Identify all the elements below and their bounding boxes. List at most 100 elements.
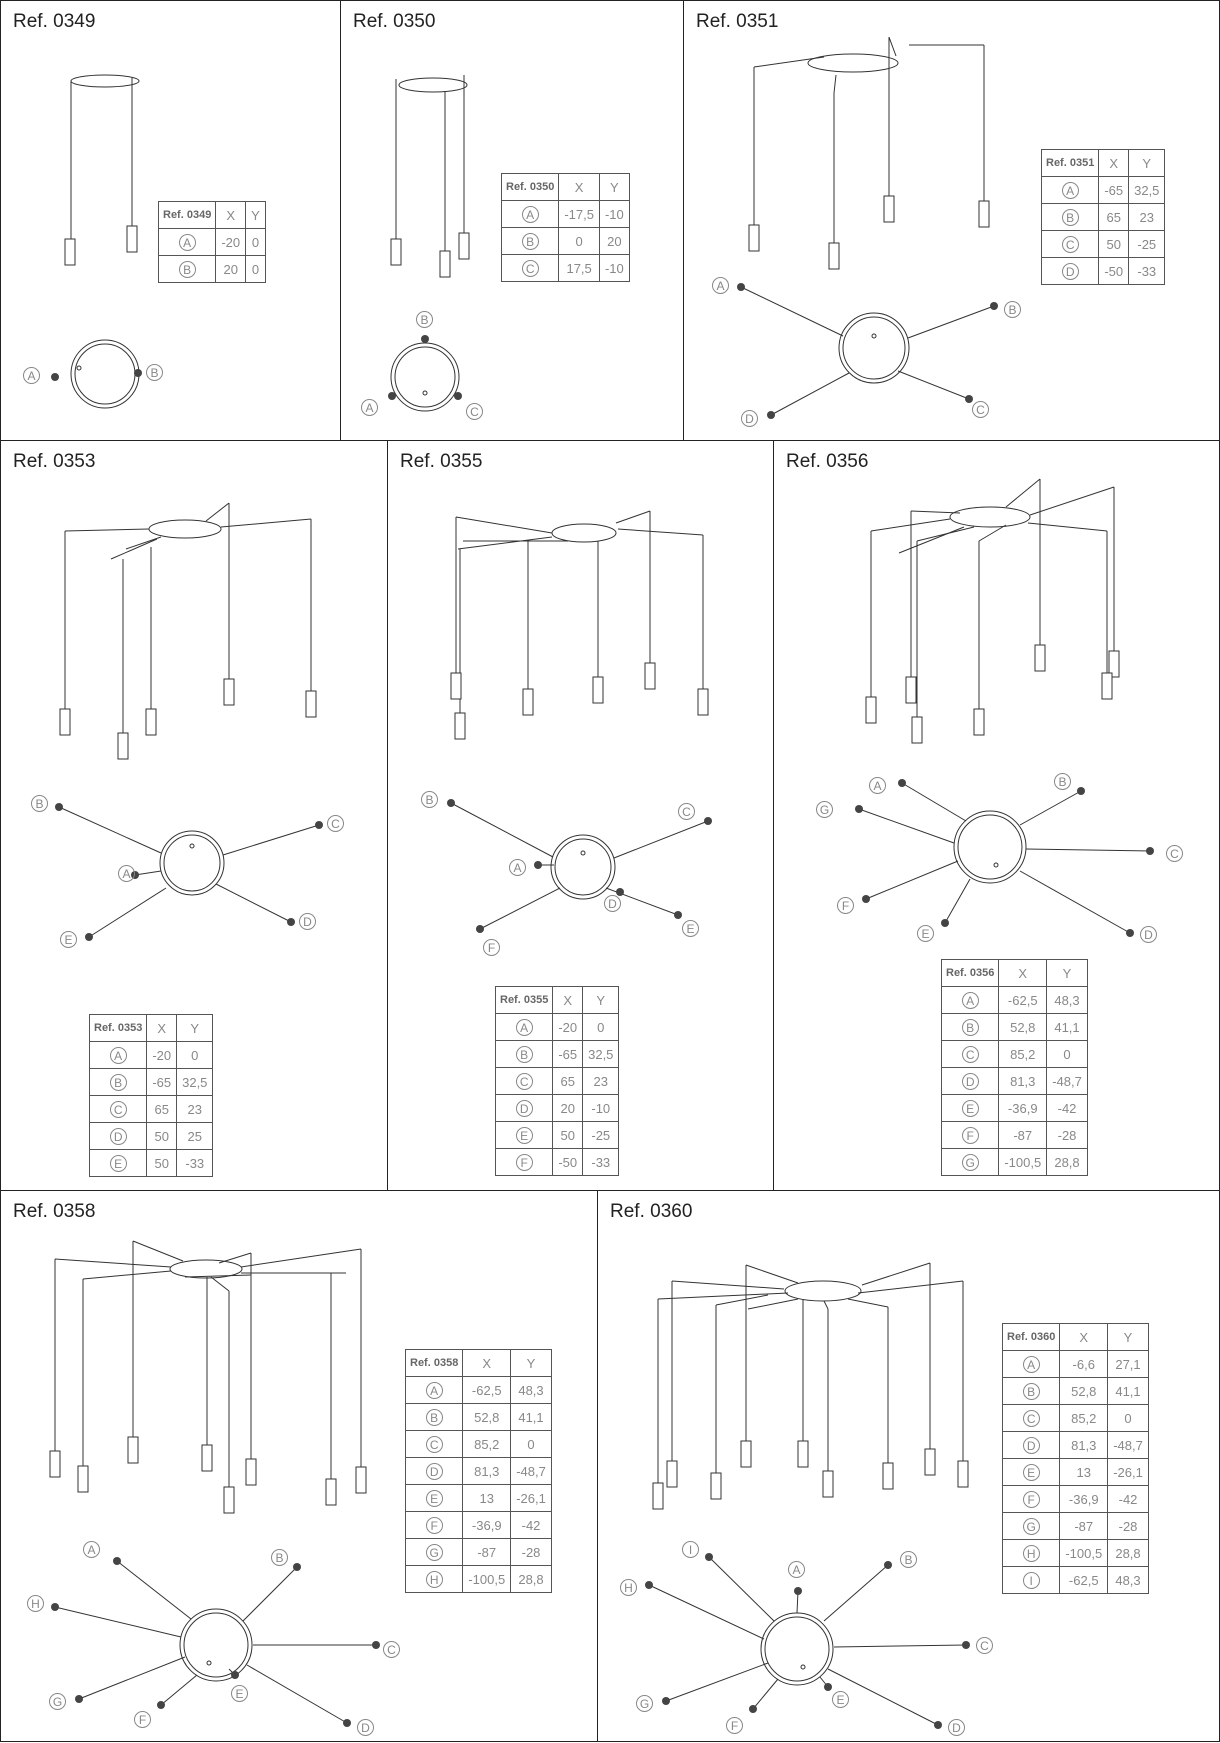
point-letter: C: [976, 1637, 993, 1654]
plan-label-b: B: [271, 1549, 288, 1567]
table-cell: 50: [1098, 230, 1130, 258]
table-cell: D: [1001, 1431, 1061, 1459]
point-letter: E: [425, 1489, 443, 1507]
table-cell: -26,1: [510, 1484, 552, 1512]
point-letter: E: [832, 1691, 849, 1708]
table-cell: 0: [245, 228, 266, 256]
table-cell: 52,8: [998, 1013, 1048, 1041]
point-letter: C: [1061, 235, 1079, 253]
table-header-cell: X: [215, 201, 247, 229]
table-cell: A: [500, 200, 560, 228]
point-letter: F: [961, 1126, 979, 1144]
panel-title: Ref. 0355: [400, 451, 483, 472]
point-letter: A: [712, 277, 729, 294]
table-row: F-50-33: [494, 1148, 620, 1176]
point-letter: H: [1022, 1544, 1040, 1562]
plan-label-e: E: [682, 920, 699, 938]
point-letter: G: [49, 1693, 66, 1710]
point-letter: D: [1140, 926, 1157, 943]
point-letter: A: [361, 399, 378, 416]
table-cell: 81,3: [998, 1067, 1048, 1095]
table-cell: 85,2: [1059, 1404, 1109, 1432]
point-letter: B: [421, 791, 438, 808]
table-cell: A: [88, 1041, 148, 1069]
plan-label-h: H: [620, 1579, 637, 1597]
table-cell: C: [1040, 230, 1100, 258]
point-letter: B: [900, 1551, 917, 1568]
table-header-cell: Ref. 0353: [88, 1014, 148, 1042]
plan-label-b: B: [900, 1551, 917, 1569]
table-header-cell: Y: [245, 201, 266, 229]
table-cell: 23: [582, 1067, 620, 1095]
table-cell: 50: [552, 1121, 584, 1149]
table-cell: 50: [146, 1122, 178, 1150]
table-cell: 65: [146, 1095, 178, 1123]
plan-label-g: G: [636, 1695, 653, 1713]
table-cell: 41,1: [1107, 1377, 1149, 1405]
point-letter: D: [948, 1719, 965, 1736]
table-cell: -17,5: [558, 200, 600, 228]
table-cell: 85,2: [462, 1430, 512, 1458]
plan-label-c: C: [466, 403, 483, 421]
table-cell: 32,5: [176, 1068, 214, 1096]
table-cell: H: [404, 1565, 464, 1593]
table-header-cell: X: [146, 1014, 178, 1042]
plan-label-a: A: [361, 399, 378, 417]
table-cell: -10: [598, 200, 630, 228]
table-cell: -65: [1098, 176, 1130, 204]
point-letter: A: [178, 233, 196, 251]
point-letter: B: [416, 311, 433, 328]
point-letter: A: [869, 777, 886, 794]
table-cell: -62,5: [1059, 1566, 1109, 1594]
plan-label-b: B: [416, 311, 433, 329]
point-letter: B: [961, 1018, 979, 1036]
panel-title: Ref. 0360: [610, 1201, 693, 1222]
plan-label-i: I: [682, 1541, 699, 1559]
point-letter: C: [383, 1641, 400, 1658]
table-cell: 0: [1107, 1404, 1149, 1432]
point-letter: C: [1166, 845, 1183, 862]
point-letter: G: [961, 1153, 979, 1171]
point-letter: A: [515, 1018, 533, 1036]
pendant-drawing: [49, 1240, 367, 1514]
pendant-drawing: [865, 478, 1120, 744]
table-cell: -33: [582, 1148, 620, 1176]
plan-label-e: E: [832, 1691, 849, 1709]
plan-label-c: C: [1166, 845, 1183, 863]
table-cell: 23: [176, 1095, 214, 1123]
table-header-cell: Ref. 0358: [404, 1349, 464, 1377]
table-cell: -100,5: [1059, 1539, 1109, 1567]
plan-label-a: A: [869, 777, 886, 795]
table-cell: D: [1040, 257, 1100, 285]
floor-plan: [737, 283, 998, 419]
point-letter: C: [466, 403, 483, 420]
panel-title: Ref. 0351: [696, 11, 779, 32]
table-cell: A: [1001, 1350, 1061, 1378]
table-cell: -25: [1128, 230, 1166, 258]
plan-label-e: E: [231, 1685, 248, 1703]
point-letter: A: [1061, 181, 1079, 199]
table-cell: B: [157, 255, 217, 283]
table-cell: -20: [146, 1041, 178, 1069]
table-cell: A: [404, 1376, 464, 1404]
point-letter: B: [146, 364, 163, 381]
point-letter: F: [134, 1711, 151, 1728]
table-cell: -36,9: [1059, 1485, 1109, 1513]
table-cell: -26,1: [1107, 1458, 1149, 1486]
table-cell: -100,5: [998, 1148, 1048, 1176]
table-cell: F: [404, 1511, 464, 1539]
plan-label-d: D: [357, 1719, 374, 1737]
point-letter: C: [515, 1072, 533, 1090]
table-row: F-36,9-42: [404, 1511, 552, 1539]
